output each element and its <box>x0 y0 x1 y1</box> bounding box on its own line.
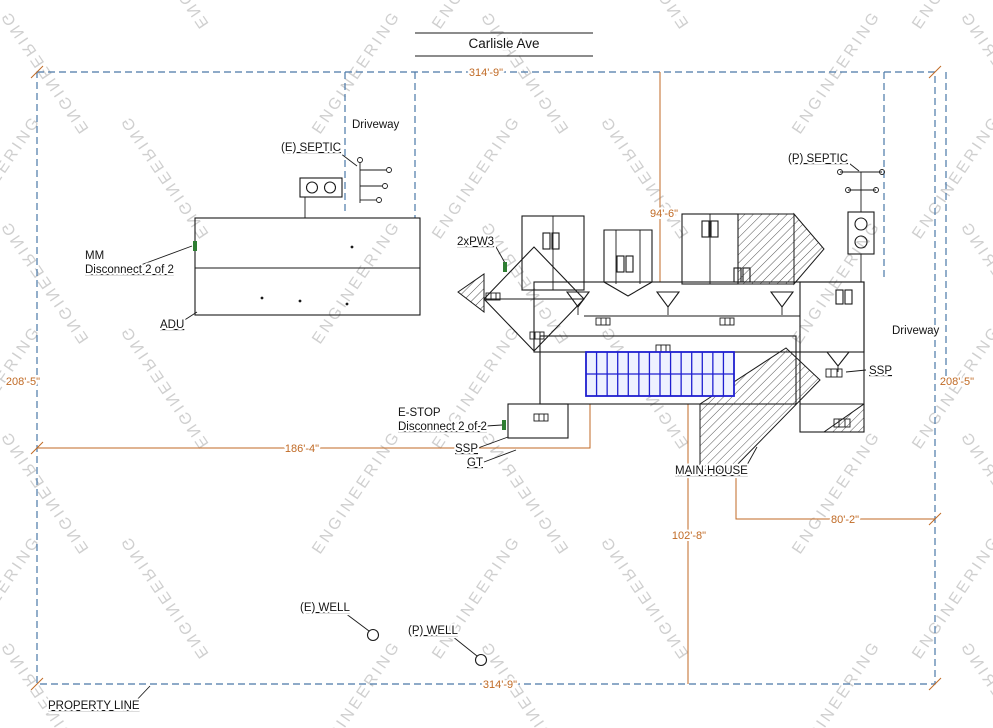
watermark-text: ENGINEERING <box>429 0 524 32</box>
pw3-label: 2xPW3 <box>457 236 494 248</box>
mm-disconnect-label: Disconnect 2 of 2 <box>85 264 174 276</box>
dim-top-width: 314'-9" <box>469 67 503 79</box>
estop-disconnect-label: Disconnect 2 of 2 <box>398 421 487 433</box>
dim-house-right-line <box>735 468 935 520</box>
dimension-lines <box>30 65 942 691</box>
main-house-building <box>457 212 865 471</box>
watermark-text: ENGINEERING <box>789 638 884 728</box>
dim-house-right-setback: 80'-2" <box>831 514 859 526</box>
watermark-text: ENGINEERING <box>309 638 404 728</box>
street-carlisle-ave <box>415 32 593 57</box>
dim-bottom-width: 314'-9" <box>483 679 517 691</box>
street-name-label: Carlisle Ave <box>468 36 539 51</box>
existing-well-label: (E) WELL <box>300 602 350 614</box>
estop-disconnect-marker <box>502 420 506 430</box>
property-line-rect <box>36 71 936 685</box>
watermark-text: ENGINEERING <box>909 533 993 663</box>
watermark-text: ENGINEERING <box>429 113 524 243</box>
adu-outline <box>194 217 421 316</box>
watermark-text: ENGINEERING <box>909 113 993 243</box>
hatched-roof-southeast <box>699 347 821 471</box>
watermark-text: ENGINEERING <box>309 218 404 348</box>
watermark-text: ENGINEERING <box>596 0 691 32</box>
pw3-marker <box>503 262 507 272</box>
existing-well-symbol <box>366 628 380 642</box>
watermark-text: ENGINEERING <box>116 323 211 453</box>
watermark-text: ENGINEERING <box>116 0 211 32</box>
watermark-text: ENGINEERING <box>789 8 884 138</box>
proposed-well-symbol <box>474 653 488 667</box>
watermark-text: ENGINEERING <box>0 8 91 138</box>
proposed-septic-symbol <box>837 169 885 282</box>
solar-array <box>585 351 735 397</box>
house-southwest-wing <box>507 403 569 439</box>
watermark-text: ENGINEERING <box>309 428 404 558</box>
estop-label: E-STOP <box>398 407 441 419</box>
gt-label: GT <box>467 457 483 469</box>
watermark-text: ENGINEERING <box>476 428 571 558</box>
dim-adu-setback-line <box>37 404 591 449</box>
ssp-east-label: SSP <box>869 365 892 377</box>
driveway-left-label: Driveway <box>352 119 400 131</box>
roof-vents <box>485 292 851 428</box>
dim-septic-setback: 94'-6" <box>650 208 678 220</box>
property-line-label: PROPERTY LINE <box>48 700 140 712</box>
text-labels: Carlisle Ave 314'-9" 314'-9" 208'-5" 208… <box>4 34 976 714</box>
watermark-text: ENGINEERING <box>429 533 524 663</box>
dim-adu-setback: 186'-4" <box>285 443 319 455</box>
proposed-septic-label: (P) SEPTIC <box>788 153 848 165</box>
dim-house-bottom-setback: 102'-8" <box>672 530 706 542</box>
hatched-roof-northeast <box>737 213 795 285</box>
main-house-label: MAIN HOUSE <box>675 465 748 477</box>
watermark-text: ENGINEERING <box>116 113 211 243</box>
well-circle-existing <box>366 628 380 642</box>
watermark-text: ENGINEERING <box>0 428 91 558</box>
existing-septic-symbol <box>299 157 392 218</box>
ssp-west-label: SSP <box>455 443 478 455</box>
adu-label: ADU <box>160 319 184 331</box>
watermark-text: ENGINEERING <box>596 113 691 243</box>
disconnect-markers <box>193 241 507 430</box>
mm-label: MM <box>85 250 104 262</box>
proposed-well-label: (P) WELL <box>408 625 458 637</box>
watermark-text: ENGINEERING <box>956 638 993 728</box>
well-circle-proposed <box>474 653 488 667</box>
existing-septic-label: (E) SEPTIC <box>281 142 341 154</box>
mm-disconnect-marker <box>193 241 197 251</box>
watermark-text: ENGINEERING <box>116 533 211 663</box>
leader-lines <box>131 149 867 706</box>
adu-building <box>194 217 421 316</box>
watermark-text: ENGINEERING <box>596 533 691 663</box>
dim-left-depth: 208'-5" <box>6 376 40 388</box>
watermark-text: ENGINEERING <box>789 428 884 558</box>
watermark-text: ENGINEERING <box>0 638 91 728</box>
dim-right-depth: 208'-5" <box>940 376 974 388</box>
watermark-text: ENGINEERING <box>0 218 91 348</box>
septic-tank <box>299 177 343 198</box>
driveway-right-label: Driveway <box>892 325 940 337</box>
property-boundary <box>36 71 936 685</box>
driveway-left-edges <box>344 72 416 218</box>
driveway-right-edges <box>883 72 947 388</box>
